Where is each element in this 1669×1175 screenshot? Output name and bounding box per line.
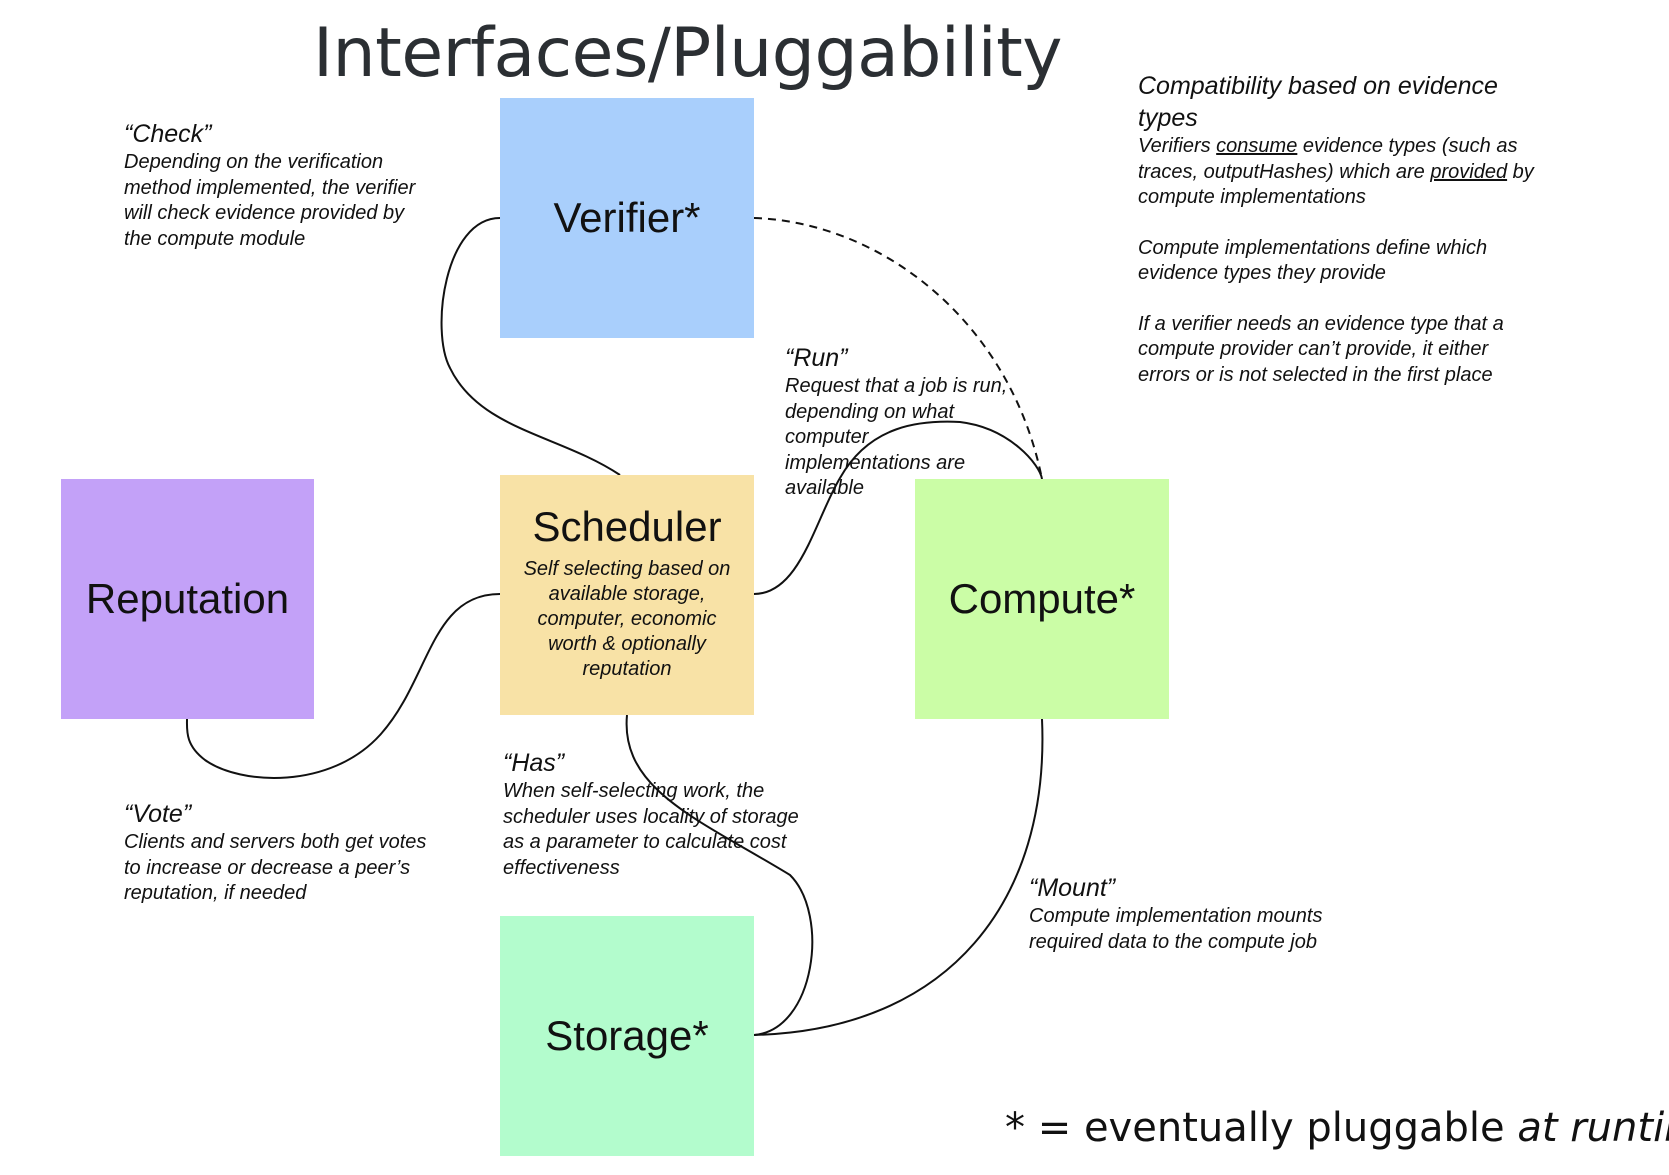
verifier-box: Verifier* [500,98,754,338]
footnote-prefix: * = eventually pluggable [1005,1105,1518,1151]
link-scheduler-compute [753,420,1043,595]
link-scheduler-reputation [185,593,501,779]
footnote-emphasis: at runtime [1517,1105,1669,1151]
note-check: “Check” Depending on the verification me… [124,118,434,252]
scheduler-subtitle: Self selecting based on available storag… [523,558,731,680]
note-compat-para-1: Verifiers consume evidence types (such a… [1138,135,1534,208]
note-compatibility: Compatibility based on evidence types Ve… [1138,70,1538,388]
compute-box: Compute* [915,479,1169,719]
storage-label: Storage* [545,1012,709,1059]
link-verifier-compute [753,217,1043,480]
consume-term: consume [1216,135,1298,157]
link-scheduler-storage [625,714,814,1036]
note-check-body: Depending on the verification method imp… [124,151,416,250]
verifier-label: Verifier* [553,194,701,241]
note-mount: “Mount” Compute implementation mounts re… [1029,872,1359,955]
note-check-heading: “Check” [124,120,212,148]
note-has: “Has” When self-selecting work, the sche… [503,747,803,881]
note-compat-heading: Compatibility based on evidence types [1138,72,1498,132]
reputation-box: Reputation [61,479,314,719]
reputation-label: Reputation [85,575,290,622]
provided-term: provided [1430,160,1508,183]
note-run-body: Request that a job is run, depending on … [785,375,1008,499]
link-compute-storage [753,718,1044,1036]
note-vote: “Vote” Clients and servers both get vote… [124,798,444,907]
compute-label: Compute* [948,575,1136,622]
page-title: Interfaces/Pluggability [313,14,1063,93]
note-compat-para-2: Compute implementations define which evi… [1138,236,1488,285]
note-has-body: When self-selecting work, the scheduler … [503,780,799,879]
note-vote-heading: “Vote” [124,800,192,828]
scheduler-box: Scheduler Self selecting based on availa… [500,475,754,715]
note-vote-body: Clients and servers both get votes to in… [124,831,427,904]
note-compat-para-3: If a verifier needs an evidence type tha… [1138,312,1504,386]
note-mount-heading: “Mount” [1029,874,1116,902]
storage-box: Storage* [500,916,754,1156]
link-verifier-scheduler [440,217,621,476]
note-run: “Run” Request that a job is run, dependi… [785,342,1015,502]
note-has-heading: “Has” [503,749,565,777]
scheduler-label: Scheduler [532,503,722,550]
footnote: * = eventually pluggable at runtime [1005,1105,1669,1151]
note-run-heading: “Run” [785,344,848,372]
note-mount-body: Compute implementation mounts required d… [1029,905,1323,953]
